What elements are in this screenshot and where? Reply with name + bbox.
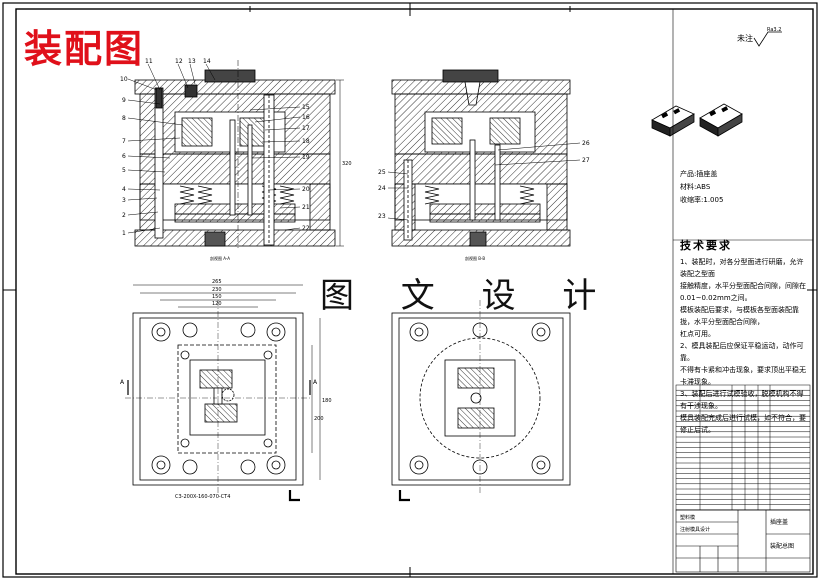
plan-caption-left: C3-200X-160-070-CT4 <box>175 494 230 500</box>
callout-number: 8 <box>122 115 126 122</box>
callout-number: 21 <box>302 204 310 211</box>
section-view-b <box>391 69 571 247</box>
sheet-title: 装配图 <box>24 27 145 71</box>
callout-number: 6 <box>122 153 126 160</box>
zone-markers <box>3 3 817 577</box>
finish-label: 未注 <box>737 34 753 43</box>
requirement-line: 2、模具装配后应保证平稳运动，动作可靠。 <box>680 342 804 362</box>
requirement-line: 杠点可用。 <box>680 330 715 338</box>
requirement-line: 不得有卡紧和冲击现象，要求顶出平稳无卡滞现象。 <box>680 366 806 386</box>
callout-number: 19 <box>302 154 310 161</box>
dimension-text: 265 <box>212 279 222 285</box>
callout-number: 27 <box>582 157 590 164</box>
callout-number: 26 <box>582 140 590 147</box>
callout-number: 4 <box>122 186 126 193</box>
value: 1.005 <box>703 196 724 204</box>
surface-finish-symbol <box>753 31 782 47</box>
dimension-text: 180 <box>322 398 332 404</box>
callout-number: 16 <box>302 114 310 121</box>
plan-view-fixed-half <box>391 300 571 495</box>
callout-number: 22 <box>302 225 310 232</box>
title-block-drawing-name: 装配总图 <box>770 542 794 550</box>
value: ABS <box>696 183 711 191</box>
callout-number: 20 <box>302 186 310 193</box>
callout-number: 18 <box>302 138 310 145</box>
dimension-text: 200 <box>314 416 324 422</box>
surface-finish-note: 未注 Ra3.2 <box>737 27 781 44</box>
view-marker-left <box>288 490 300 502</box>
callout-number: 24 <box>378 185 386 192</box>
requirement-line: 模具装配完成后进行试模，如不符合，要修正后试。 <box>680 414 806 434</box>
callout-number: 3 <box>122 197 126 204</box>
title-block-part-name: 插座盖 <box>770 518 788 526</box>
callout-number: 25 <box>378 169 386 176</box>
technical-requirements: 技术要求 1、装配时，对各分型面进行研磨，允许装配之型面 接触精度，水平分型面配… <box>680 240 810 436</box>
plan-view-moving-half <box>125 300 310 495</box>
callout-number: 1 <box>122 230 126 237</box>
guide-holes-left <box>151 322 286 475</box>
value: 插座盖 <box>696 170 718 178</box>
callout-number: 17 <box>302 125 310 132</box>
requirement-line: 模板装配后要求，与模板各型面装配靠拢，水平分型面配合间隙， <box>680 306 799 326</box>
section-arrow-label-right: A <box>313 379 318 386</box>
callout-number: 2 <box>122 212 126 219</box>
dimensions-plan <box>133 284 321 480</box>
requirement-line: 1、装配时，对各分型面进行研磨，允许装配之型面 <box>680 258 804 278</box>
callout-number: 23 <box>378 213 386 220</box>
inner-border <box>15 8 814 575</box>
part-isometric <box>651 103 743 137</box>
finish-value: Ra3.2 <box>767 27 782 33</box>
section-arrow-label-left: A <box>120 379 125 386</box>
callout-number: 14 <box>203 58 211 65</box>
product-material-row: 材料:ABS <box>680 181 723 194</box>
label: 材料: <box>680 183 697 191</box>
view-marker-right <box>398 490 410 502</box>
callout-number: 15 <box>302 104 310 111</box>
callout-number: 9 <box>122 97 126 104</box>
section-view-a <box>134 60 336 248</box>
callout-number: 10 <box>120 76 128 83</box>
watermark-title: 图 文 设 计 <box>320 276 615 316</box>
label: 收缩率: <box>680 196 704 204</box>
dimension-text: 120 <box>212 301 222 307</box>
callout-number: 13 <box>188 58 196 65</box>
section-arrows <box>127 380 311 395</box>
section-caption-left: 剖视图 A-A <box>210 255 230 261</box>
callout-leaders-right <box>387 142 581 221</box>
dimension-vertical-left <box>336 79 344 247</box>
title-block-row2: 注射模具设计 <box>680 526 710 533</box>
callout-number: 11 <box>145 58 153 65</box>
requirement-line: 3、装配后进行试模验收，脱模机构不得有干涉现象。 <box>680 390 804 410</box>
dimension-text: 320 <box>342 161 352 167</box>
callout-leaders-left <box>127 63 301 234</box>
dimension-text: 150 <box>212 294 222 300</box>
title-block <box>675 509 811 573</box>
callout-number: 7 <box>122 138 126 145</box>
callouts-right: 23 24 25 26 27 <box>378 140 590 220</box>
requirement-line: 接触精度，水平分型面配合间隙，间隙在 <box>680 282 806 290</box>
section-caption-right: 剖视图 B-B <box>465 255 485 261</box>
callout-number: 5 <box>122 167 126 174</box>
callout-number: 12 <box>175 58 183 65</box>
product-info: 产品:插座盖 材料:ABS 收缩率:1.005 <box>680 168 723 207</box>
label: 产品: <box>680 170 697 178</box>
callouts-left: 1 2 3 4 5 6 7 8 9 10 11 12 13 14 15 16 1… <box>120 58 310 237</box>
requirements-heading: 技术要求 <box>680 239 732 252</box>
requirement-line: 0.01~0.02mm之间。 <box>680 294 752 302</box>
product-name-row: 产品:插座盖 <box>680 168 723 181</box>
product-shrink-row: 收缩率:1.005 <box>680 194 723 207</box>
dimension-text: 230 <box>212 287 222 293</box>
title-block-row1: 塑料模 <box>680 514 695 521</box>
